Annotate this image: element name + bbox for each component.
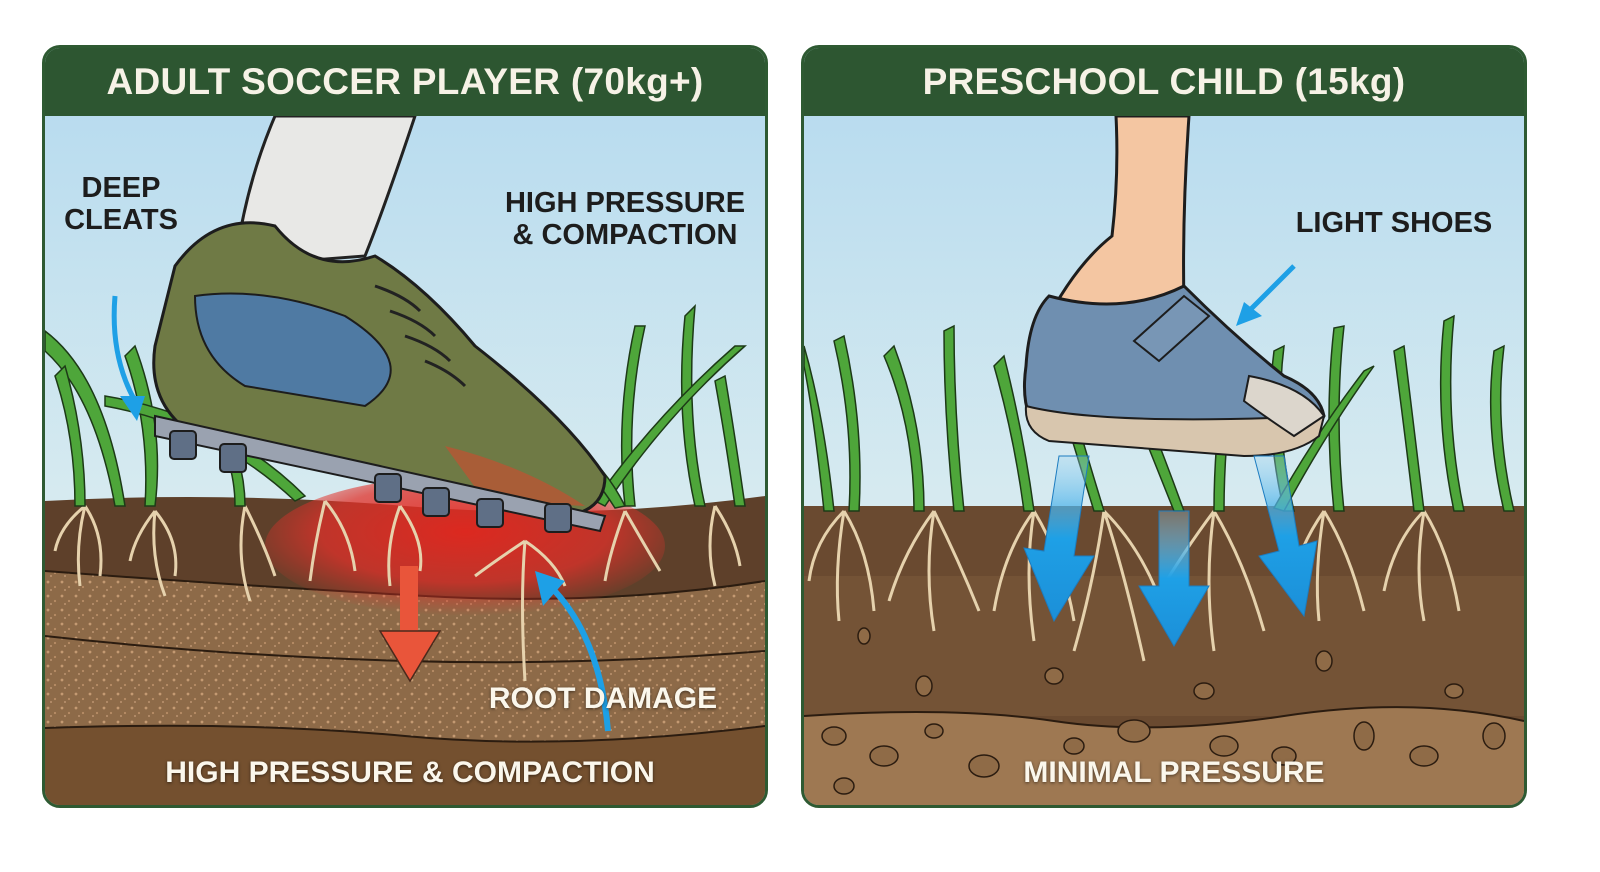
adult-panel-header: ADULT SOCCER PLAYER (70kg+) bbox=[45, 48, 765, 116]
child-panel-title: PRESCHOOL CHILD (15kg) bbox=[922, 61, 1406, 102]
high-pressure-top-label: HIGH PRESSURE & COMPACTION bbox=[504, 187, 746, 251]
adult-bottom-label: HIGH PRESSURE & COMPACTION bbox=[165, 756, 655, 789]
cleats-arrow-icon bbox=[111, 295, 138, 403]
roots-icon bbox=[807, 509, 1461, 662]
pebbles-icon bbox=[821, 627, 1506, 795]
roots-icon bbox=[53, 500, 742, 682]
child-panel-header: PRESCHOOL CHILD (15kg) bbox=[804, 48, 1524, 116]
child-bottom-label: MINIMAL PRESSURE bbox=[1023, 756, 1325, 789]
child-shoe-icon bbox=[1022, 284, 1326, 458]
soccer-cleat-icon bbox=[152, 221, 607, 533]
deep-cleats-label: DEEP CLEATS bbox=[64, 172, 178, 236]
soil-layers-icon bbox=[804, 506, 1524, 805]
blue-curved-arrow-icon bbox=[535, 571, 611, 732]
child-panel: PRESCHOOL CHILD (15kg) bbox=[801, 45, 1527, 808]
root-damage-label: ROOT DAMAGE bbox=[488, 682, 718, 715]
leg-icon bbox=[1041, 116, 1191, 328]
blue-down-arrow-icon bbox=[1023, 455, 1318, 647]
adult-panel: ADULT SOCCER PLAYER (70kg+) bbox=[42, 45, 768, 808]
sock-icon bbox=[233, 116, 417, 268]
adult-scene bbox=[45, 116, 765, 805]
light-shoes-label: LIGHT SHOES bbox=[1295, 207, 1493, 239]
adult-panel-title: ADULT SOCCER PLAYER (70kg+) bbox=[106, 61, 704, 102]
light-shoes-arrow-icon bbox=[1247, 264, 1296, 313]
red-pressure-arrow-icon bbox=[378, 566, 442, 683]
child-scene bbox=[804, 116, 1524, 805]
